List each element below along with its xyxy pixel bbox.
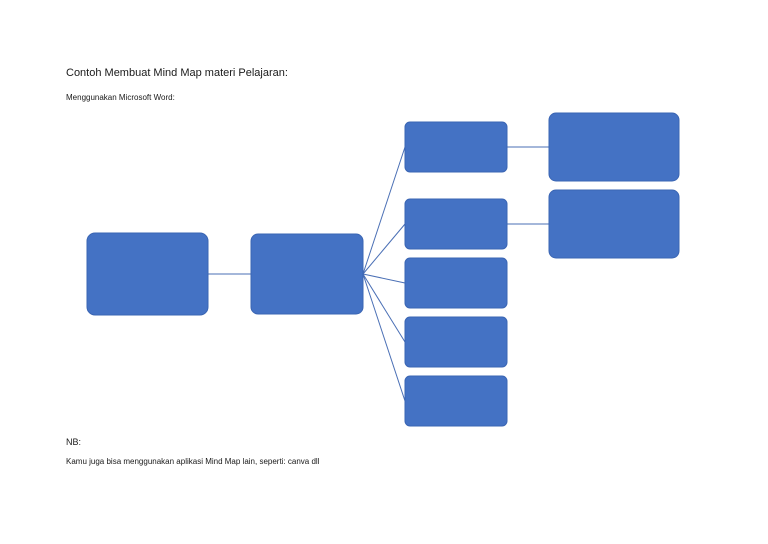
mind-map-leaf-node-2: [548, 189, 680, 259]
mind-map-branch-node-1: [404, 121, 508, 173]
mind-map-branch-node-5: [404, 375, 508, 427]
mind-map-branch-node-2: [404, 198, 508, 250]
mind-map-root-node: [86, 232, 209, 316]
connector-main-to-branch-2: [362, 223, 406, 275]
connector-main-to-branch-1: [362, 146, 406, 275]
connector-main-to-branch-5: [362, 273, 406, 402]
document-title: Contoh Membuat Mind Map materi Pelajaran…: [66, 67, 288, 79]
connector-main-to-branch-4: [362, 273, 406, 343]
mind-map-branch-node-3: [404, 257, 508, 309]
connector-main-to-branch-3: [362, 273, 406, 284]
mind-map-main-node: [250, 233, 364, 315]
note-text: Kamu juga bisa menggunakan aplikasi Mind…: [66, 457, 320, 466]
mind-map-leaf-node-1: [548, 112, 680, 182]
mind-map-branch-node-4: [404, 316, 508, 368]
document-subtitle: Menggunakan Microsoft Word:: [66, 93, 175, 102]
note-label: NB:: [66, 437, 82, 447]
